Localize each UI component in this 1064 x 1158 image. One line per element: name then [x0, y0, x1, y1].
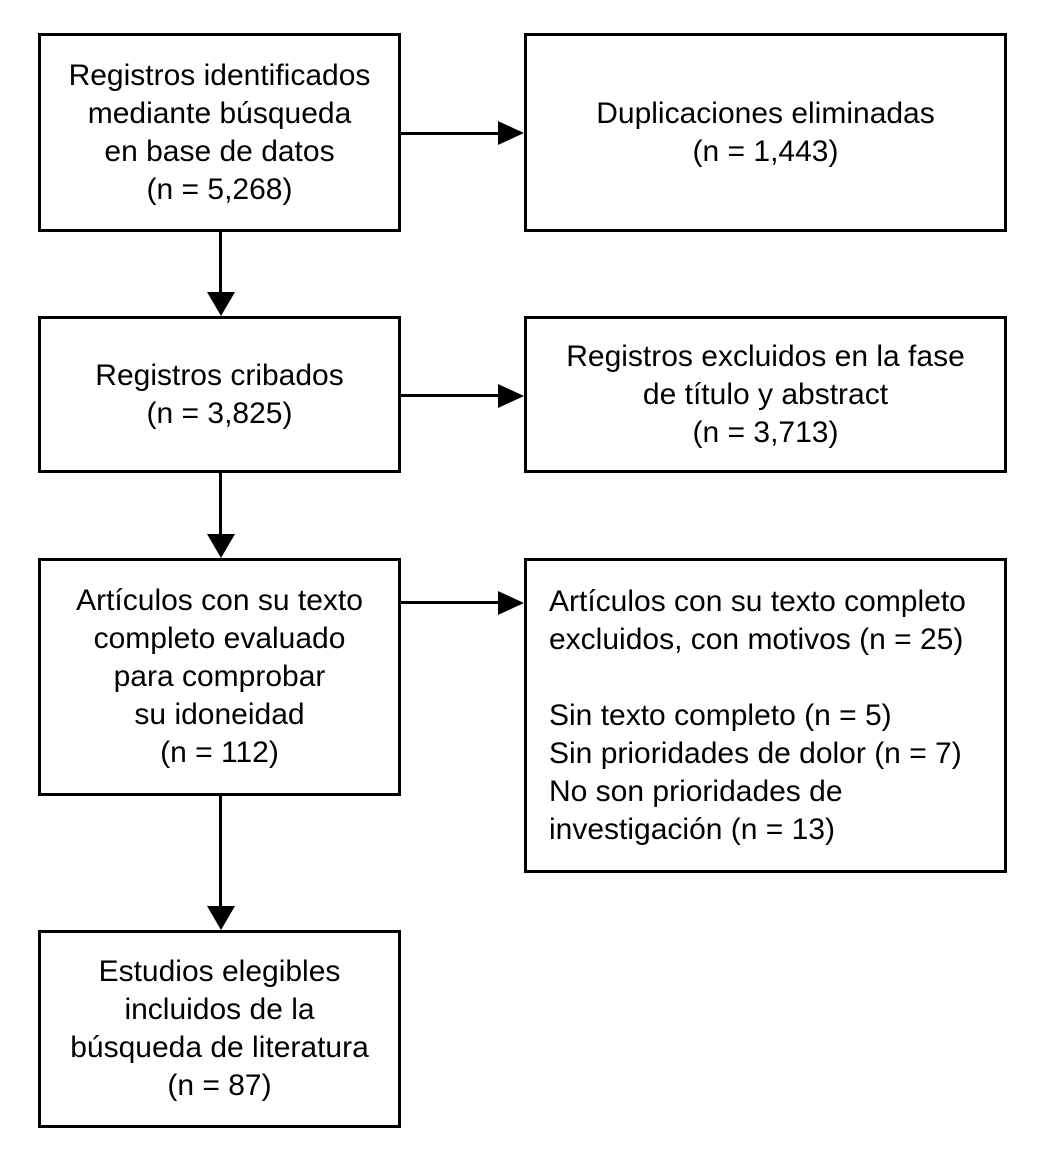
- arrowhead-down-icon: [207, 534, 235, 558]
- arrow-shaft: [219, 796, 222, 908]
- arrow-shaft: [401, 394, 500, 397]
- arrowhead-right-icon: [498, 591, 524, 615]
- box-duplicates-removed: Duplicaciones eliminadas (n = 1,443): [524, 33, 1007, 232]
- arrow-shaft: [219, 473, 222, 536]
- box-duplicates-removed-text: Duplicaciones eliminadas (n = 1,443): [596, 96, 935, 168]
- box-fulltext-assessed: Artículos con su texto completo evaluado…: [38, 558, 401, 796]
- box-fulltext-excluded-text: Artículos con su texto completo excluido…: [549, 584, 966, 846]
- box-records-screened: Registros cribados (n = 3,825): [38, 316, 401, 473]
- box-records-excluded-title-abstract: Registros excluidos en la fase de título…: [524, 316, 1007, 473]
- arrowhead-right-icon: [498, 121, 524, 145]
- box-fulltext-assessed-text: Artículos con su texto completo evaluado…: [76, 584, 363, 769]
- arrow-shaft: [401, 132, 500, 135]
- box-fulltext-excluded: Artículos con su texto completo excluido…: [524, 558, 1007, 873]
- arrow-shaft: [219, 232, 222, 294]
- arrowhead-down-icon: [207, 906, 235, 930]
- arrow-shaft: [401, 601, 500, 604]
- arrowhead-right-icon: [498, 384, 524, 408]
- box-studies-included: Estudios elegibles incluidos de la búsqu…: [38, 930, 401, 1128]
- box-records-identified: Registros identificados mediante búsqued…: [38, 33, 401, 232]
- box-studies-included-text: Estudios elegibles incluidos de la búsqu…: [70, 955, 369, 1102]
- box-records-identified-text: Registros identificados mediante búsqued…: [68, 58, 371, 206]
- box-records-screened-text: Registros cribados (n = 3,825): [95, 358, 344, 430]
- arrowhead-down-icon: [207, 292, 235, 316]
- box-records-excluded-title-abstract-text: Registros excluidos en la fase de título…: [566, 339, 965, 449]
